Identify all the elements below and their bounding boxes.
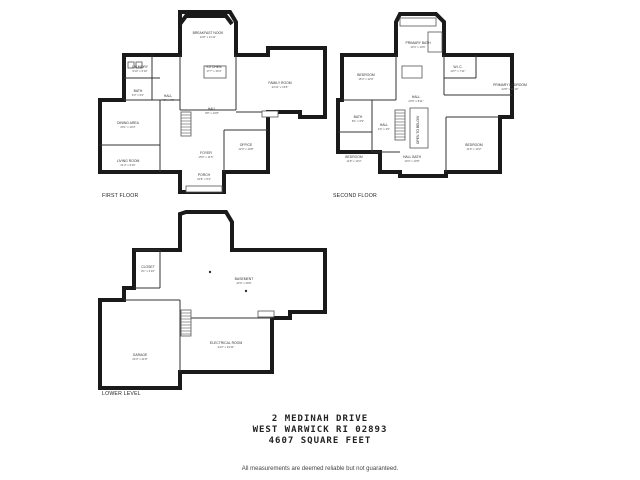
- first-floor-label: FIRST FLOOR: [102, 193, 138, 199]
- room-hall: HALL: [380, 123, 389, 127]
- room-office: OFFICE: [240, 143, 253, 147]
- address-line-2: WEST WARWICK RI 02893: [252, 425, 388, 435]
- room-size: 24'2" x 15'11": [218, 345, 235, 349]
- room-wic: W.I.C.: [453, 65, 462, 69]
- room-bedroom: BEDROOM: [465, 143, 483, 147]
- address-line-1: 2 MEDINAH DRIVE: [271, 414, 369, 424]
- open-to-below-area: [409, 107, 429, 149]
- room-size: 11'8" x 10'4": [346, 159, 361, 163]
- room-garage: GARAGE: [133, 353, 148, 357]
- lower-level-stairs: [180, 309, 192, 337]
- room-hall: HALL: [208, 107, 217, 111]
- room-size: 24'3" x 21'8": [132, 357, 147, 361]
- room-size: 17'7" x 16'3": [206, 69, 221, 73]
- kitchen-island: [203, 65, 227, 79]
- room-bedroom: BEDROOM: [357, 73, 375, 77]
- room-size: 12'3" x 10'8": [238, 147, 253, 151]
- room-hall: HALL: [412, 95, 421, 99]
- room-electrical: ELECTRICAL ROOM: [210, 341, 242, 345]
- room-bedroom: BEDROOM: [345, 155, 363, 159]
- room-size: 6'3" x 5'2": [132, 93, 144, 97]
- first-floor-plan: BREAKFAST NOOK 12'8" x 11'11" LAUNDRY 9'…: [98, 10, 327, 199]
- room-size: 22'11" x 16'5": [272, 85, 289, 89]
- room-laundry: LAUNDRY: [132, 65, 149, 69]
- lower-level-outline: [98, 210, 327, 390]
- room-primary-bedroom: PRIMARY BEDROOM: [493, 83, 527, 87]
- room-basement: BASEMENT: [235, 277, 254, 281]
- first-floor-stairs: [180, 111, 192, 137]
- room-breakfast-nook: BREAKFAST NOOK: [193, 31, 225, 35]
- fireplace: [261, 110, 279, 118]
- room-size: 13'4" x 19'6": [410, 45, 425, 49]
- room-open-to-below: OPEN TO BELOW: [416, 115, 420, 144]
- address-block: 2 MEDINAH DRIVE WEST WARWICK RI 02893 46…: [0, 414, 640, 447]
- room-size: 9'1" x 4'10": [141, 269, 155, 273]
- room-size: 9'8" x 10'8": [205, 111, 219, 115]
- room-kitchen: KITCHEN: [207, 65, 222, 69]
- room-size: 20'1" x 10'3": [120, 125, 135, 129]
- room-size: 21'4" x 9'10": [120, 163, 135, 167]
- room-size: 20'6" x 8'11": [408, 99, 423, 103]
- second-floor-label: SECOND FLOOR: [333, 193, 377, 199]
- room-size: 12'8" x 11'11": [200, 35, 216, 39]
- room-labels-first: BREAKFAST NOOK 12'8" x 11'11" LAUNDRY 9'…: [117, 31, 292, 181]
- room-size: 15'6" x 11'5": [198, 155, 213, 159]
- room-size: 9'10" x 6'10": [132, 69, 147, 73]
- square-feet: 4607 SQUARE FEET: [268, 436, 372, 446]
- second-floor-outline: [336, 12, 514, 178]
- room-size: 10'8" x 5'4": [197, 177, 211, 181]
- lower-level-label: LOWER LEVEL: [102, 391, 141, 397]
- room-bath: BATH: [354, 115, 363, 119]
- second-floor-stairs: [394, 109, 406, 141]
- lower-level-plan: CLOSET 9'1" x 4'10" BASEMENT 42'0" x 29'…: [98, 210, 327, 397]
- room-bath: BATH: [134, 89, 143, 93]
- room-size: 15'4" x 12'9": [358, 77, 373, 81]
- room-porch: PORCH: [198, 173, 211, 177]
- room-closet: CLOSET: [141, 265, 155, 269]
- room-living: LIVING ROOM: [117, 159, 140, 163]
- disclaimer: All measurements are deemed reliable but…: [241, 466, 399, 472]
- room-size: 8'1" x 6'9": [352, 119, 364, 123]
- second-floor-plan: PRIMARY BATH 13'4" x 19'6" BEDROOM 15'4"…: [333, 12, 527, 199]
- room-size: 10'3" x 10'8": [404, 159, 419, 163]
- room-size: 4'2" x 4'9": [162, 98, 174, 102]
- room-labels-lower: CLOSET 9'1" x 4'10" BASEMENT 42'0" x 29'…: [132, 265, 253, 361]
- room-hall-bath: HALL BATH: [403, 155, 422, 159]
- room-family: FAMILY ROOM: [268, 81, 291, 85]
- first-floor-outline: [98, 10, 327, 194]
- room-foyer: FOYER: [200, 151, 212, 155]
- room-hall: HALL: [164, 94, 173, 98]
- room-size: 11'9" x 10'2": [466, 147, 481, 151]
- room-size: 42'0" x 29'9": [236, 281, 251, 285]
- room-primary-bath: PRIMARY BATH: [405, 41, 431, 45]
- room-size: 22'8" x 16'10": [502, 87, 519, 91]
- room-dining: DINING AREA: [117, 121, 140, 125]
- room-size: 4'0" x 4'6": [378, 127, 390, 131]
- room-labels-second: PRIMARY BATH 13'4" x 19'6" BEDROOM 15'4"…: [345, 41, 527, 163]
- breakfast-bay-wall: [178, 14, 234, 26]
- room-size: 10'7" x 7'11": [450, 69, 465, 73]
